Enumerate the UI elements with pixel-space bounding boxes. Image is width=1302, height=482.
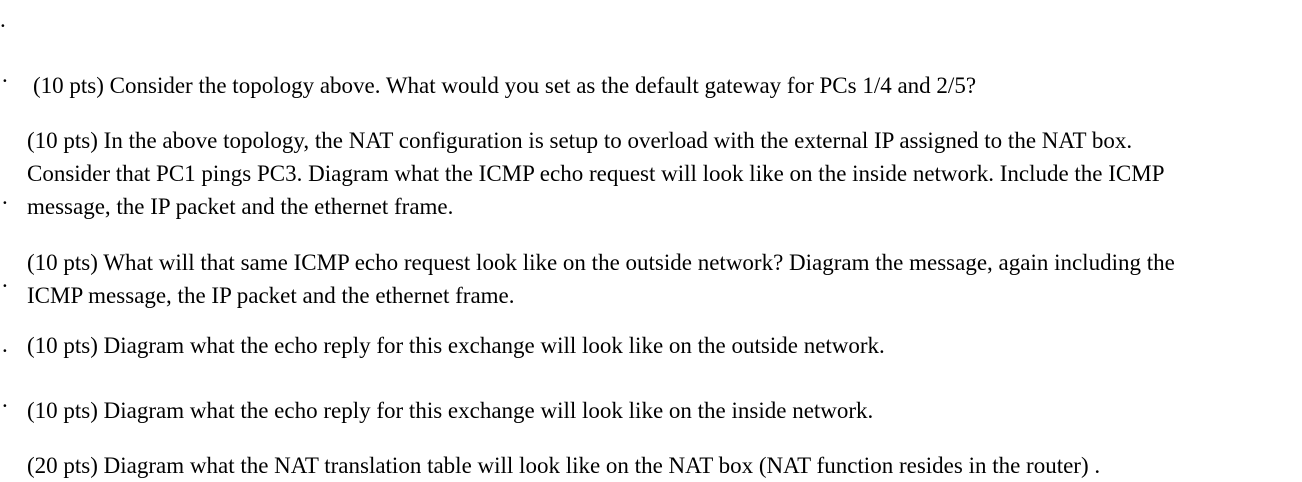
question-text: (10 pts) In the above topology, the NAT … (27, 128, 1165, 219)
question-item-5: . (10 pts) Diagram what the echo reply f… (0, 328, 1299, 427)
question-item-3: . (10 pts) What will that same ICMP echo… (0, 180, 1299, 312)
list-marker: . (2, 332, 8, 357)
list-marker: . (2, 267, 8, 292)
question-text: (10 pts) What will that same ICMP echo r… (27, 250, 1175, 308)
question-text: (10 pts) Consider the topology above. Wh… (33, 73, 977, 98)
document-page: { "page": { "background": "#ffffff", "te… (0, 3, 1302, 478)
question-text: (20 pts) Diagram what the NAT translatio… (27, 453, 1101, 478)
question-item-6: . (20 pts) Diagram what the NAT translat… (0, 383, 1299, 482)
list-marker: . (2, 184, 8, 209)
question-item-1: . (10 pts) Consider the topology above. … (0, 3, 1302, 102)
question-item-4: . (10 pts) Diagram what the echo reply f… (0, 263, 1299, 362)
question-text: (10 pts) Diagram what the echo reply for… (27, 398, 874, 423)
list-marker: . (0, 7, 6, 32)
list-marker: . (2, 387, 8, 412)
list-marker: . (2, 62, 8, 87)
question-item-2: . (10 pts) In the above topology, the NA… (0, 58, 1299, 223)
question-text: (10 pts) Diagram what the echo reply for… (27, 333, 885, 358)
